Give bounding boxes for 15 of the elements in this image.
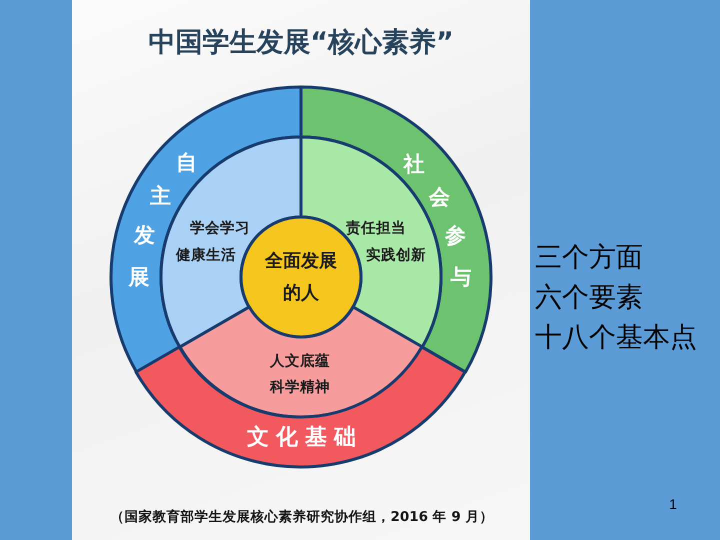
source-caption: （国家教育部学生发展核心素养研究协作组，2016 年 9 月） [110,508,494,526]
diagram-title: 中国学生发展“核心素养” [148,26,454,60]
element-label: 责任担当 [346,219,406,238]
element-label: 人文底蕴 [270,352,330,370]
element-label: 科学精神 [270,378,330,396]
center-label: 全面发展的人 [264,250,338,305]
element-label: 学会学习 [190,219,250,238]
page-number: 1 [669,496,677,512]
side-note: 六个要素 [535,281,643,315]
element-label: 实践创新 [366,246,426,264]
side-note: 三个方面 [535,241,643,275]
outer-ring-segment [134,345,468,469]
element-label: 健康生活 [176,246,236,264]
side-note: 十八个基本点 [535,321,697,355]
aspect-label: 文化基础 [246,424,363,452]
